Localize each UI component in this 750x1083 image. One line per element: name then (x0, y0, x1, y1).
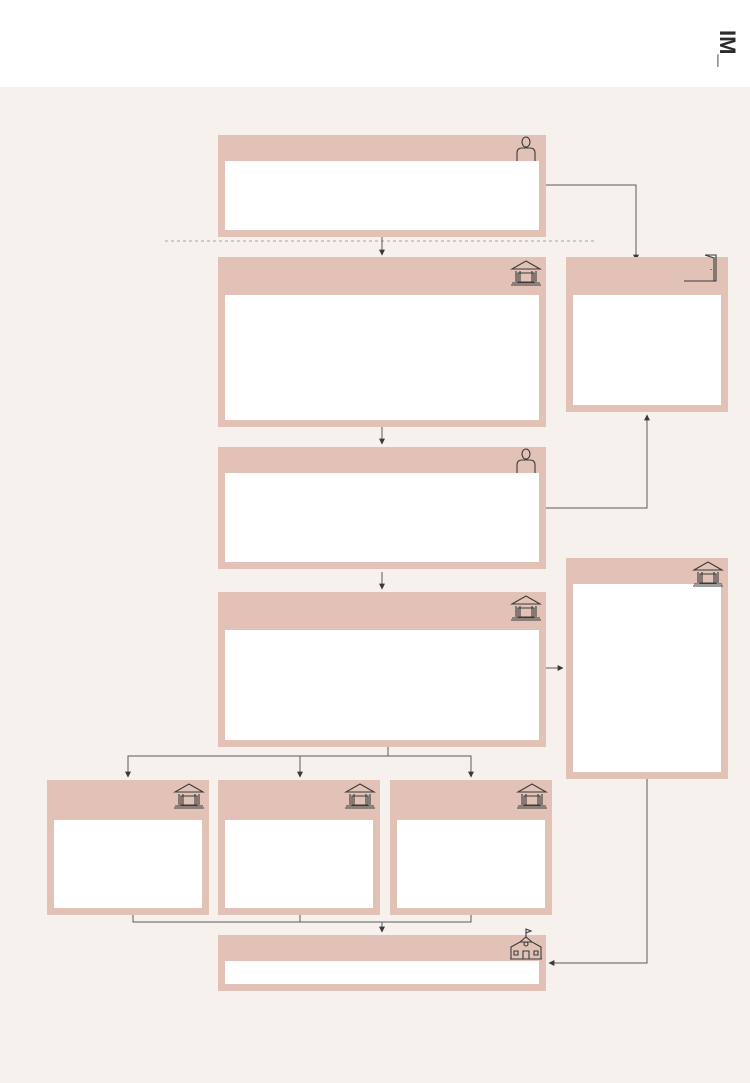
node-body (225, 161, 539, 230)
node-side-court (566, 558, 728, 779)
courthouse-icon (172, 783, 206, 809)
connector-court-decision-to-court-branch-3 (388, 755, 474, 778)
node-body (397, 820, 545, 908)
person-icon (516, 136, 536, 161)
courthouse-icon (343, 783, 377, 809)
brand-logo: IM_ (715, 30, 740, 67)
connector-court-branch-1-to-final-outcome (132, 915, 385, 933)
connector-court-decision-to-court-branch-2 (297, 755, 388, 778)
courthouse-icon (515, 783, 549, 809)
node-court-review (218, 257, 546, 427)
connector-court-branch-3-to-final-outcome (382, 915, 472, 923)
courthouse-icon (509, 260, 543, 286)
node-final-outcome (218, 928, 546, 991)
node-body (573, 295, 721, 405)
node-court-branch-3 (390, 780, 552, 915)
node-body (225, 820, 373, 908)
node-body (225, 473, 539, 562)
connector-side-court-to-final-outcome (548, 779, 648, 966)
node-body (225, 630, 539, 740)
node-applicant (218, 135, 546, 237)
node-court-decision (218, 592, 546, 747)
page-header: IM_ (0, 0, 750, 87)
school-building-icon (510, 928, 542, 960)
node-court-branch-1 (47, 780, 209, 915)
node-applicant-response (218, 447, 546, 569)
node-exit (566, 254, 728, 412)
node-body (225, 295, 539, 420)
flowchart-canvas (0, 87, 750, 1083)
node-body (225, 961, 539, 984)
node-court-branch-2 (218, 780, 380, 915)
connector-applicant-to-exit (546, 184, 639, 261)
connector-applicant-response-to-exit (546, 414, 650, 509)
node-body (573, 584, 721, 772)
connector-court-decision-to-court-branch-1 (125, 747, 389, 778)
person-icon (516, 448, 536, 473)
courthouse-icon (691, 561, 725, 587)
courthouse-icon (509, 595, 543, 621)
flowchart-diagram (0, 87, 750, 1083)
door-exit-icon (684, 254, 717, 282)
node-body (54, 820, 202, 908)
